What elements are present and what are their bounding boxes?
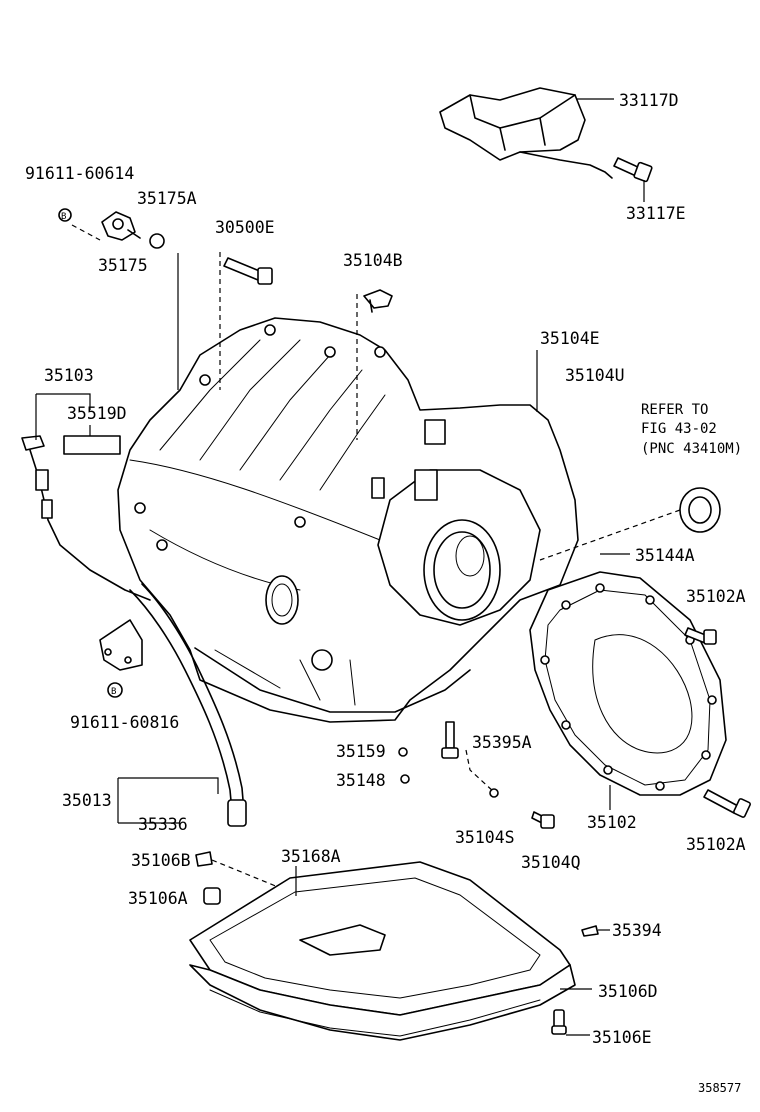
label-35102[interactable]: 35102 (587, 813, 637, 832)
part-35104s-illustration[interactable] (489, 788, 499, 798)
label-91611-60816[interactable]: 91611-60816 (70, 713, 179, 732)
label-35106d[interactable]: 35106D (598, 982, 658, 1001)
label-30500e[interactable]: 30500E (215, 218, 275, 237)
label-35336[interactable]: 35336 (138, 815, 188, 834)
figure-number: 358577 (698, 1081, 741, 1095)
plug-35106a-illustration[interactable] (203, 887, 221, 905)
part-35148-illustration[interactable] (400, 774, 410, 784)
label-35104q[interactable]: 35104Q (521, 853, 581, 872)
label-35159[interactable]: 35159 (336, 742, 386, 761)
bolt-35395a-illustration[interactable] (441, 721, 495, 793)
leader-lines (35, 98, 645, 1036)
label-35175[interactable]: 35175 (98, 256, 148, 275)
label-35104u[interactable]: 35104U (565, 366, 625, 385)
label-35394[interactable]: 35394 (612, 921, 662, 940)
oil-pan-35106d-illustration[interactable] (189, 964, 576, 1041)
bolt-33117e-illustration[interactable] (613, 157, 653, 183)
sensor-35104b-illustration[interactable] (363, 289, 393, 313)
label-35013[interactable]: 35013 (62, 791, 112, 810)
label-35106a[interactable]: 35106A (128, 889, 188, 908)
bolt-91611-60816-illustration[interactable] (107, 682, 123, 698)
oil-seal-35144a-illustration[interactable] (539, 487, 721, 561)
bolt-30500e-illustration[interactable] (223, 257, 273, 285)
label-35104s[interactable]: 35104S (455, 828, 515, 847)
circle-b-label-1: B (61, 212, 66, 222)
bolt-35106e-illustration[interactable] (551, 1009, 567, 1035)
label-35106e[interactable]: 35106E (592, 1028, 652, 1047)
label-35168a[interactable]: 35168A (281, 847, 341, 866)
bolt-35102a-bottom-illustration[interactable] (703, 789, 751, 818)
plug-35106b-illustration[interactable] (195, 851, 301, 897)
label-35104e[interactable]: 35104E (540, 329, 600, 348)
refer-to-line-1: REFER TO (641, 402, 708, 418)
label-35148[interactable]: 35148 (336, 771, 386, 790)
label-35103[interactable]: 35103 (44, 366, 94, 385)
label-91611-60614[interactable]: 91611-60614 (25, 164, 134, 183)
part-35394-illustration[interactable] (581, 925, 599, 937)
label-33117d[interactable]: 33117D (619, 91, 679, 110)
bolt-35104q-illustration[interactable] (531, 811, 555, 829)
bolt-35102a-top-illustration[interactable] (684, 627, 717, 645)
refer-to-fig-link[interactable]: FIG 43-02 (641, 421, 717, 437)
part-35159-illustration[interactable] (398, 747, 408, 757)
dipstick-35103-illustration[interactable] (21, 435, 151, 601)
label-35102a-top[interactable]: 35102A (686, 587, 746, 606)
side-cover-35102-illustration[interactable] (529, 571, 727, 796)
label-plate-35519d-illustration[interactable] (63, 435, 121, 455)
part-labels: 33117D 33117E 91611-60614 35175A 35175 3… (25, 91, 746, 1095)
circle-b-label-2: B (111, 687, 116, 697)
label-35175a[interactable]: 35175A (137, 189, 197, 208)
filler-tube-35013-illustration[interactable] (99, 583, 247, 827)
refer-to-pnc: (PNC 43410M) (641, 441, 742, 457)
label-35106b[interactable]: 35106B (131, 851, 191, 870)
label-35102a-bottom[interactable]: 35102A (686, 835, 746, 854)
label-35395a[interactable]: 35395A (472, 733, 532, 752)
sensor-35175-illustration[interactable] (58, 208, 165, 249)
label-33117e[interactable]: 33117E (626, 204, 686, 223)
label-35519d[interactable]: 35519D (67, 404, 127, 423)
transaxle-housing-illustration (117, 317, 579, 723)
label-35104b[interactable]: 35104B (343, 251, 403, 270)
label-35144a[interactable]: 35144A (635, 546, 695, 565)
bracket-33117d-illustration[interactable] (439, 87, 613, 179)
